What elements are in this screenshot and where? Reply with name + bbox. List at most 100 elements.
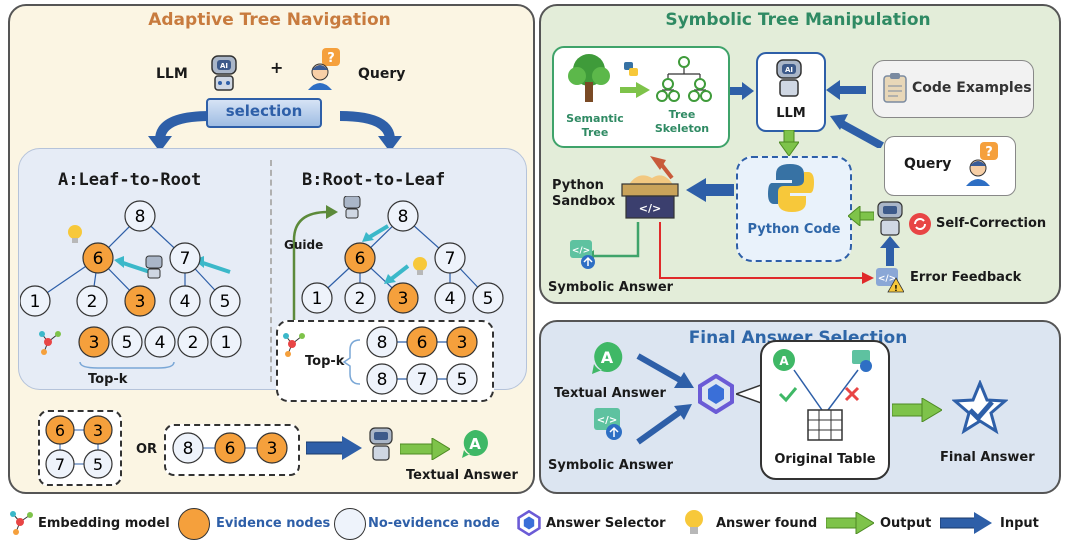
answer-selector-icon bbox=[698, 374, 734, 414]
error-feedback-label: Error Feedback bbox=[910, 270, 1022, 285]
svg-text:7: 7 bbox=[180, 249, 191, 269]
root-to-leaf-tree: 8 6 7 1 2 3 4 5 bbox=[301, 196, 504, 314]
query-label-right: Query bbox=[904, 156, 952, 172]
topk-a-label: Top-k bbox=[88, 372, 128, 387]
svg-text:</>: </> bbox=[878, 274, 896, 284]
svg-text:1: 1 bbox=[312, 289, 323, 309]
python-sandbox-label: Python Sandbox bbox=[552, 178, 616, 209]
legend-no-evidence-node: No-evidence node bbox=[368, 516, 500, 531]
error-feedback-arrow bbox=[659, 222, 874, 284]
legend-output: Output bbox=[880, 516, 932, 531]
svg-text:4: 4 bbox=[155, 333, 166, 353]
svg-text:8: 8 bbox=[135, 207, 146, 227]
output-arrow-bottom bbox=[400, 438, 450, 460]
svg-text:4: 4 bbox=[445, 289, 456, 309]
svg-text:6: 6 bbox=[355, 249, 366, 269]
robot-icon: AI bbox=[776, 59, 802, 97]
legend-answer-selector: Answer Selector bbox=[546, 516, 666, 531]
query-user-icon: ? bbox=[308, 48, 340, 90]
svg-text:5: 5 bbox=[93, 455, 103, 474]
legend-answer-found: Answer found bbox=[716, 516, 818, 531]
svg-text:!: ! bbox=[894, 284, 898, 293]
symbolic-answer-label-bottom: Symbolic Answer bbox=[548, 458, 674, 473]
svg-text:5: 5 bbox=[220, 292, 231, 312]
bottom-path: 8 6 3 bbox=[172, 432, 288, 464]
python-code-label: Python Code bbox=[747, 222, 841, 237]
textual-answer-icon: A bbox=[592, 341, 623, 374]
svg-text:</>: </> bbox=[597, 415, 617, 426]
svg-text:3: 3 bbox=[267, 439, 278, 459]
svg-text:7: 7 bbox=[417, 370, 428, 390]
embedding-model-icon bbox=[39, 331, 61, 355]
or-label: OR bbox=[136, 442, 158, 457]
svg-text:5: 5 bbox=[483, 289, 494, 309]
embedding-model-legend-icon bbox=[10, 511, 33, 535]
llm-label-right: LLM bbox=[776, 106, 806, 121]
selection-arrows bbox=[148, 111, 402, 152]
evidence-node-legend-icon bbox=[178, 508, 210, 540]
output-arrow-legend-icon bbox=[826, 512, 874, 534]
tree-a-node-8 bbox=[124, 200, 156, 232]
bubble-to-final-arrow bbox=[892, 398, 942, 422]
self-correction-label: Self-Correction bbox=[936, 216, 1047, 231]
svg-text:A: A bbox=[601, 348, 614, 367]
clipboard-icon bbox=[883, 73, 907, 103]
robot-icon: AI bbox=[211, 55, 237, 91]
svg-text:3: 3 bbox=[93, 421, 103, 440]
svg-text:2: 2 bbox=[355, 289, 366, 309]
no-evidence-node-legend-icon bbox=[334, 508, 366, 540]
svg-text:A: A bbox=[779, 354, 789, 368]
selection-bar bbox=[206, 98, 322, 128]
semantic-tree-label: Semantic Tree bbox=[566, 112, 624, 139]
final-answer-star-icon bbox=[952, 380, 1008, 435]
guide-label: Guide bbox=[284, 238, 324, 252]
self-correction-icon bbox=[909, 213, 931, 235]
svg-text:6: 6 bbox=[93, 249, 104, 269]
svg-text:5: 5 bbox=[457, 370, 468, 390]
python-logo-icon bbox=[624, 62, 638, 76]
adaptive-tree-navigation-title: Adaptive Tree Navigation bbox=[148, 10, 391, 30]
error-icon: </> ! bbox=[876, 268, 904, 293]
arrow-query-to-llm bbox=[830, 114, 884, 148]
python-logo-large bbox=[768, 164, 814, 212]
svg-text:3: 3 bbox=[398, 289, 409, 309]
svg-text:3: 3 bbox=[135, 292, 146, 312]
svg-text:8: 8 bbox=[377, 333, 388, 353]
leaf-to-root-tree: 8 6 7 1 2 3 4 5 bbox=[20, 200, 241, 317]
svg-text:</>: </> bbox=[639, 202, 661, 215]
svg-text:A: A bbox=[469, 435, 481, 453]
code-to-sandbox-arrow bbox=[686, 178, 734, 202]
symbolic-answer-label-top: Symbolic Answer bbox=[548, 280, 674, 295]
svg-text:6: 6 bbox=[225, 439, 236, 459]
answer-selector-legend-icon bbox=[517, 510, 541, 536]
arrow-to-llm-left bbox=[730, 82, 754, 100]
selection-label: selection bbox=[225, 102, 303, 120]
svg-text:6: 6 bbox=[55, 421, 65, 440]
svg-text:6: 6 bbox=[417, 333, 428, 353]
llm-label: LLM bbox=[156, 66, 188, 82]
code-answer-icon: </> bbox=[594, 408, 622, 440]
bulb-legend-icon bbox=[685, 510, 703, 534]
tree-skeleton-icon bbox=[656, 56, 712, 102]
arrow-code-examples-to-llm bbox=[826, 80, 866, 100]
svg-text:8: 8 bbox=[183, 439, 194, 459]
leaf-to-root-title: A:Leaf-to-Root bbox=[58, 170, 202, 190]
legend-input: Input bbox=[1000, 516, 1039, 531]
tree-icon bbox=[568, 54, 610, 102]
selector-to-bubble-arrow bbox=[736, 384, 764, 404]
svg-text:3: 3 bbox=[89, 333, 100, 353]
robot-to-code-arrow bbox=[848, 206, 874, 226]
code-examples-label: Code Examples bbox=[912, 80, 1032, 96]
svg-text:7: 7 bbox=[445, 249, 456, 269]
input-arrow-bottom bbox=[306, 436, 362, 460]
query-user-icon: ? bbox=[966, 142, 998, 186]
robot-icon-self-correct bbox=[877, 201, 903, 236]
svg-text:1: 1 bbox=[30, 292, 41, 312]
error-to-robot-arrow bbox=[880, 236, 900, 266]
guide-arrow bbox=[292, 205, 338, 328]
topk-a-row: 3 5 4 2 1 bbox=[39, 326, 242, 369]
legend-embedding-model: Embedding model bbox=[38, 516, 170, 531]
textual-answer-icon: A bbox=[462, 430, 488, 458]
svg-text:8: 8 bbox=[377, 370, 388, 390]
symbolic-tree-manipulation-title: Symbolic Tree Manipulation bbox=[665, 10, 931, 30]
